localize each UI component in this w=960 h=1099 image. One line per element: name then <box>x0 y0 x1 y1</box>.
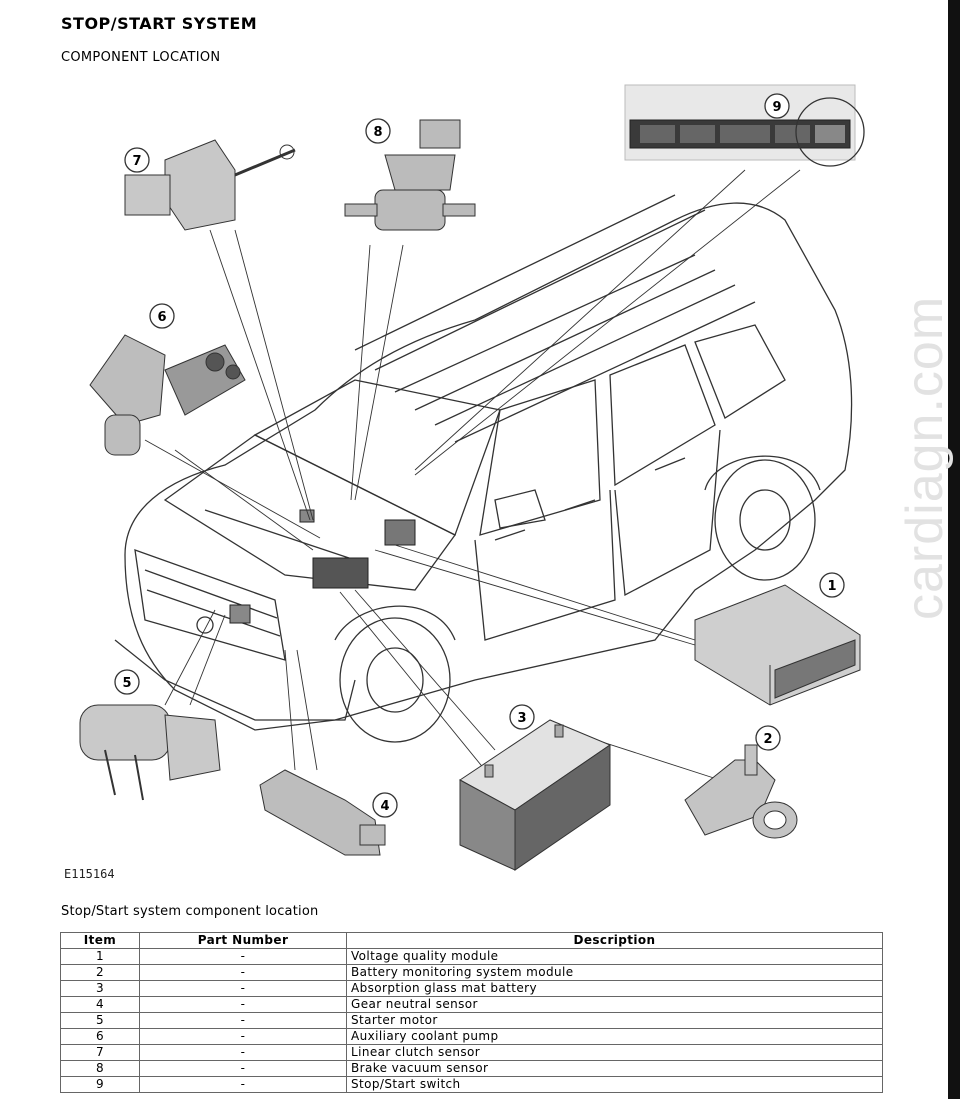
row-part-number: - <box>139 948 347 965</box>
component-location-diagram: 7 8 9 6 1 5 3 2 4 <box>79 84 865 871</box>
watermark: cardiagn.com <box>896 295 954 620</box>
auxiliary-coolant-pump-illustration <box>89 334 246 456</box>
gear-neutral-sensor-illustration <box>259 769 386 856</box>
callout-7: 7 <box>124 147 150 173</box>
vehicle-outline <box>114 194 853 743</box>
row-description: Battery monitoring system module <box>346 964 883 981</box>
row-item: 9 <box>60 1076 140 1093</box>
row-description: Absorption glass mat battery <box>346 980 883 997</box>
brake-vacuum-sensor-illustration <box>344 119 476 231</box>
table-row: 2 - Battery monitoring system module <box>60 964 883 981</box>
callout-label: 3 <box>517 711 526 726</box>
page-subtitle: COMPONENT LOCATION <box>61 50 221 65</box>
row-part-number: - <box>139 1028 347 1045</box>
callout-label: 2 <box>763 732 772 747</box>
row-item: 8 <box>60 1060 140 1077</box>
callout-label: 8 <box>373 125 382 140</box>
row-part-number: - <box>139 980 347 997</box>
row-description: Auxiliary coolant pump <box>346 1028 883 1045</box>
starter-motor-illustration <box>79 704 221 801</box>
row-item: 7 <box>60 1044 140 1061</box>
figure-caption: Stop/Start system component location <box>61 904 319 919</box>
battery-monitoring-module-illustration <box>684 744 798 839</box>
callout-1: 1 <box>819 572 845 598</box>
row-part-number: - <box>139 1076 347 1093</box>
table-row: 5 - Starter motor <box>60 1012 883 1029</box>
row-part-number: - <box>139 996 347 1013</box>
table-row: 4 - Gear neutral sensor <box>60 996 883 1013</box>
stop-start-switch-illustration <box>624 84 865 167</box>
page-edge <box>948 0 960 1099</box>
row-description: Starter motor <box>346 1012 883 1029</box>
row-item: 1 <box>60 948 140 965</box>
row-description: Gear neutral sensor <box>346 996 883 1013</box>
engine-bay-components <box>229 509 416 624</box>
row-description: Voltage quality module <box>346 948 883 965</box>
callout-6: 6 <box>149 303 175 329</box>
linear-clutch-sensor-illustration <box>124 139 296 231</box>
row-item: 4 <box>60 996 140 1013</box>
callout-4: 4 <box>372 792 398 818</box>
row-part-number: - <box>139 1044 347 1061</box>
row-part-number: - <box>139 964 347 981</box>
callout-5: 5 <box>114 669 140 695</box>
table-row: 8 - Brake vacuum sensor <box>60 1060 883 1077</box>
table-row: 3 - Absorption glass mat battery <box>60 980 883 997</box>
callout-label: 7 <box>132 154 141 169</box>
figure-code: E115164 <box>64 867 115 881</box>
table-row: 9 - Stop/Start switch <box>60 1076 883 1093</box>
row-part-number: - <box>139 1012 347 1029</box>
table-row: 1 - Voltage quality module <box>60 948 883 965</box>
table-row: 7 - Linear clutch sensor <box>60 1044 883 1061</box>
callout-label: 4 <box>380 799 389 814</box>
callout-3: 3 <box>509 704 535 730</box>
table-row: 6 - Auxiliary coolant pump <box>60 1028 883 1045</box>
row-part-number: - <box>139 1060 347 1077</box>
callout-label: 9 <box>772 100 781 115</box>
leader-lines <box>144 169 801 781</box>
row-description: Brake vacuum sensor <box>346 1060 883 1077</box>
row-description: Linear clutch sensor <box>346 1044 883 1061</box>
row-description: Stop/Start switch <box>346 1076 883 1093</box>
component-table: Item Part Number Description 1 - Voltage… <box>60 932 883 1093</box>
row-item: 6 <box>60 1028 140 1045</box>
callout-2: 2 <box>755 725 781 751</box>
callout-label: 6 <box>157 310 166 325</box>
callout-label: 5 <box>122 676 131 691</box>
row-item: 5 <box>60 1012 140 1029</box>
voltage-quality-module-illustration <box>694 584 861 706</box>
row-item: 3 <box>60 980 140 997</box>
header-description: Description <box>346 932 883 949</box>
callout-label: 1 <box>827 579 836 594</box>
page-title: STOP/START SYSTEM <box>61 14 258 33</box>
header-part-number: Part Number <box>139 932 347 949</box>
callout-9: 9 <box>764 93 790 119</box>
agm-battery-illustration <box>459 719 612 871</box>
table-header-row: Item Part Number Description <box>60 932 883 949</box>
row-item: 2 <box>60 964 140 981</box>
header-item: Item <box>60 932 140 949</box>
callout-8: 8 <box>365 118 391 144</box>
